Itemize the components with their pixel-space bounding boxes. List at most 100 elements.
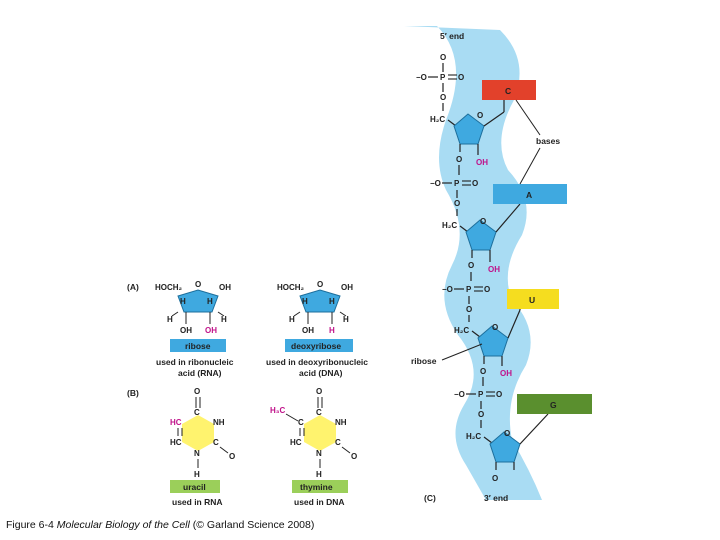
thymine-nh: NH <box>335 418 347 427</box>
sugar-o-link: O <box>468 261 474 270</box>
sugar-oh: OH <box>476 158 488 167</box>
phosphate-p: P <box>466 285 472 294</box>
sugar-ring-4: H₂C O O <box>466 413 549 483</box>
panel-a-label: (A) <box>127 282 139 292</box>
figure-caption: Figure 6-4 Molecular Biology of the Cell… <box>6 519 314 531</box>
thymine-structure: O C H₃C C NH HC C O N H thymine used in … <box>270 387 357 507</box>
uracil-usage: used in RNA <box>172 497 223 507</box>
ribose-ring-o: O <box>195 280 201 289</box>
uracil-nh: NH <box>213 418 225 427</box>
sugar-ring-3: H₂C O OH O <box>454 309 521 378</box>
deoxyribose-oh-left: OH <box>302 326 314 335</box>
sugar-h2c: H₂C <box>454 326 469 335</box>
uracil-c-top: C <box>194 408 200 417</box>
thymine-c-left: C <box>298 418 304 427</box>
phosphate-o-top: O <box>440 53 446 62</box>
bases-callout: bases <box>536 136 560 146</box>
caption-book-title: Molecular Biology of the Cell <box>56 519 190 531</box>
deoxyribose-structure: HOCH₂ O OH H H H H OH H deoxyribose used… <box>266 280 368 378</box>
uracil-name: uracil <box>183 482 206 492</box>
base-c-block <box>482 80 536 100</box>
sugar-h2c: H₂C <box>430 115 445 124</box>
uracil-o-top: O <box>194 387 200 396</box>
deoxyribose-name: deoxyribose <box>291 341 341 351</box>
phosphate-o-double: O <box>458 73 464 82</box>
ribose-usage-2: acid (RNA) <box>178 368 222 378</box>
phosphate-o-bottom: O <box>454 199 460 208</box>
sugar-o-end: O <box>492 474 498 483</box>
sugar-oh: OH <box>500 369 512 378</box>
ribose-h1: H <box>180 297 186 306</box>
panel-b-bases: (B) O C HC NH HC C O N H uracil used in … <box>127 387 357 507</box>
sugar-o-link: O <box>456 155 462 164</box>
sugar-ring-o: O <box>492 323 498 332</box>
uracil-hc-1: HC <box>170 418 182 427</box>
uracil-structure: O C HC NH HC C O N H uracil used in RNA <box>170 387 235 507</box>
phosphate-o-bottom: O <box>466 305 472 314</box>
sugar-h2c: H₂C <box>442 221 457 230</box>
uracil-h-bottom: H <box>194 470 200 479</box>
base-u-label: U <box>529 295 535 305</box>
phosphate-o-bottom: O <box>478 410 484 419</box>
ribose-usage: used in ribonucleic <box>156 357 234 367</box>
thymine-c-right: C <box>335 438 341 447</box>
uracil-name-box <box>170 480 220 493</box>
phosphate-o-double: O <box>484 285 490 294</box>
deoxyribose-top-oh: OH <box>341 283 353 292</box>
uracil-n-bottom: N <box>194 449 200 458</box>
ribose-h2: H <box>207 297 213 306</box>
deoxyribose-h3: H <box>289 315 295 324</box>
caption-suffix: (© Garland Science 2008) <box>192 519 315 531</box>
uracil-c-right: C <box>213 438 219 447</box>
phosphate-o-minus: −O <box>442 285 453 294</box>
ribose-callout: ribose <box>411 356 437 366</box>
deoxyribose-h2: H <box>329 297 335 306</box>
base-u-block <box>507 289 559 309</box>
panel-a-sugars: (A) HOCH₂ O OH H H H H OH OH ribose used… <box>127 280 368 378</box>
five-prime-end-label: 5′ end <box>440 31 464 41</box>
phosphate-group-2: −O P O O <box>430 165 478 216</box>
ribose-name: ribose <box>185 341 211 351</box>
ribose-structure: HOCH₂ O OH H H H H OH OH ribose used in … <box>155 280 234 378</box>
sugar-oh: OH <box>488 265 500 274</box>
phosphate-o-minus: −O <box>416 73 427 82</box>
deoxyribose-usage-2: acid (DNA) <box>299 368 343 378</box>
base-a-block <box>493 184 567 204</box>
base-g-block <box>517 394 592 414</box>
thymine-h3c: H₃C <box>270 406 285 415</box>
deoxyribose-h-right: H <box>329 326 335 335</box>
thymine-name-box <box>292 480 348 493</box>
deoxyribose-name-box <box>285 339 353 352</box>
phosphate-group-3: −O P O O <box>442 272 490 322</box>
base-g-label: G <box>550 400 557 410</box>
thymine-c-top: C <box>316 408 322 417</box>
ribose-oh-left: OH <box>180 326 192 335</box>
thymine-o-top: O <box>316 387 322 396</box>
thymine-hc: HC <box>290 438 302 447</box>
phosphate-p: P <box>440 73 446 82</box>
sugar-ring-o: O <box>477 111 483 120</box>
thymine-h-bottom: H <box>316 470 322 479</box>
phosphate-o-double: O <box>496 390 502 399</box>
ribose-name-box <box>170 339 226 352</box>
deoxyribose-h1: H <box>302 297 308 306</box>
phosphate-p: P <box>478 390 484 399</box>
sugar-ring-o: O <box>480 217 486 226</box>
ribose-h3: H <box>167 315 173 324</box>
base-a-label: A <box>526 190 532 200</box>
phosphate-o-bottom: O <box>440 93 446 102</box>
thymine-n-bottom: N <box>316 449 322 458</box>
phosphate-group-1: O −O P O O <box>416 53 464 111</box>
sugar-o-link: O <box>480 367 486 376</box>
ribose-oh-right: OH <box>205 326 217 335</box>
phosphate-p: P <box>454 179 460 188</box>
uracil-hc-2: HC <box>170 438 182 447</box>
sugar-ring-o: O <box>504 429 510 438</box>
phosphate-o-minus: −O <box>430 179 441 188</box>
backbone-band <box>404 26 542 500</box>
three-prime-end-label: 3′ end <box>484 493 508 503</box>
ribose-top-oh: OH <box>219 283 231 292</box>
phosphate-group-4: −O P O O <box>454 377 502 428</box>
deoxyribose-ring-o: O <box>317 280 323 289</box>
